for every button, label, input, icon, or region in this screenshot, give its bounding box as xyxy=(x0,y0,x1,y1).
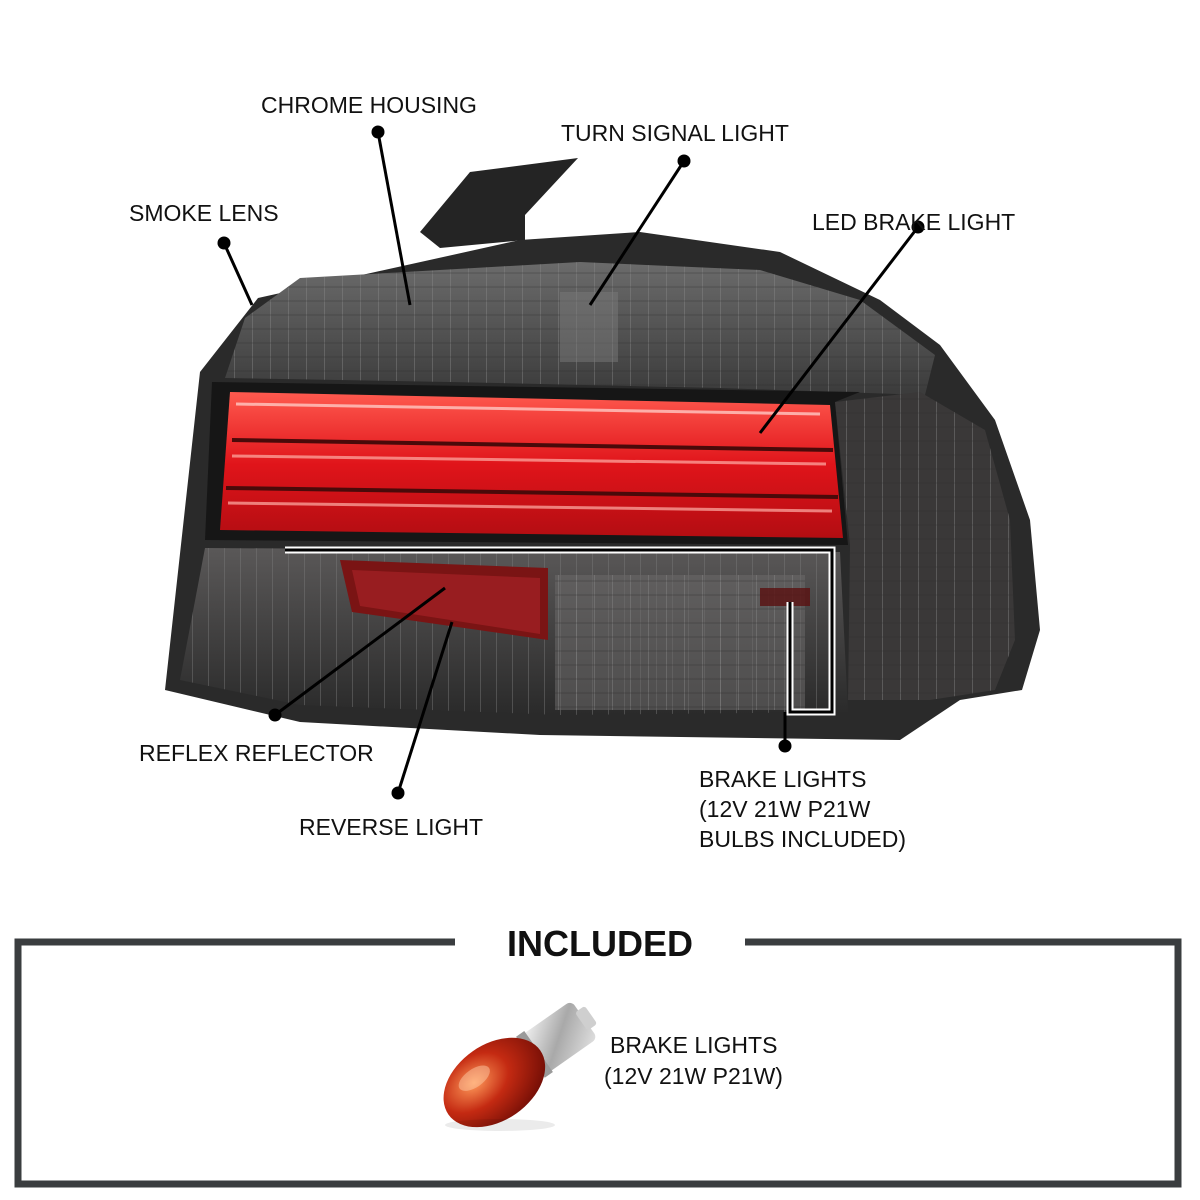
label-smoke-lens: SMOKE LENS xyxy=(129,200,279,226)
label-chrome-housing: CHROME HOUSING xyxy=(261,92,477,118)
turn-signal-center xyxy=(560,292,618,362)
included-frame xyxy=(14,938,1182,1188)
label-turn-signal-light: TURN SIGNAL LIGHT xyxy=(561,120,789,146)
callout-dot xyxy=(371,125,385,139)
label-led-brake-light: LED BRAKE LIGHT xyxy=(812,209,1015,235)
callout-dot xyxy=(217,236,231,250)
callout-dot xyxy=(268,708,282,722)
included-heading: INCLUDED xyxy=(507,923,693,964)
label-reflex-reflector: REFLEX REFLECTOR xyxy=(139,740,374,766)
label-brake-lights-line-2: (12V 21W P21W xyxy=(699,796,871,822)
callout-dot xyxy=(778,739,792,753)
included-box: INCLUDED BRAKE LIGHTS (12V 21W P21W) xyxy=(14,923,1182,1188)
included-item-line-2: (12V 21W P21W) xyxy=(604,1063,783,1089)
label-brake-lights-line-3: BULBS INCLUDED) xyxy=(699,826,906,852)
p21w-bulb-icon xyxy=(443,1002,597,1128)
label-brake-lights-line-1: BRAKE LIGHTS xyxy=(699,766,866,792)
callout-dot xyxy=(391,786,405,800)
tail-lamp-illustration xyxy=(165,158,1040,740)
mounting-tab xyxy=(420,158,578,248)
callout-lines xyxy=(217,125,925,800)
included-item-line-1: BRAKE LIGHTS xyxy=(610,1032,777,1058)
callout-dot xyxy=(677,154,691,168)
label-reverse-light: REVERSE LIGHT xyxy=(299,814,483,840)
led-brake-bar xyxy=(220,392,843,538)
callout-dot xyxy=(911,220,925,234)
